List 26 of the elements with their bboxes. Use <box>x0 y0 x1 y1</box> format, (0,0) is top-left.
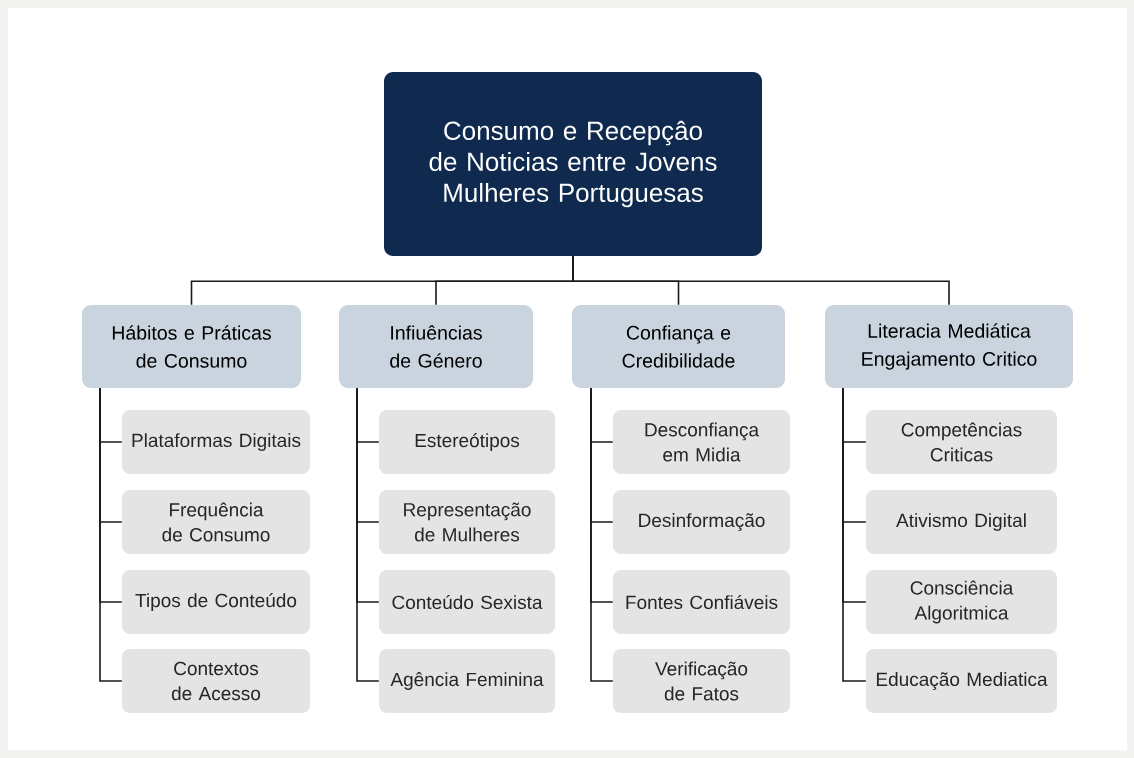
connector-line <box>356 387 380 682</box>
connector-line <box>572 255 950 306</box>
topic-box: Consciência Algoritmica <box>866 570 1057 634</box>
topic-box: Agência Feminina <box>379 649 555 713</box>
connector-line <box>590 387 614 682</box>
topic-box: Conteúdo Sexista <box>379 570 555 634</box>
category-box: Hábitos e Práticas de Consumo <box>82 305 301 388</box>
category-box: Infiuências de Género <box>339 305 533 388</box>
topic-box: Competências Criticas <box>866 410 1057 474</box>
connector-line <box>842 387 867 682</box>
title-box: Consumo e Recepçâo de Noticias entre Jovens Mulheres Portuguesas <box>384 72 762 256</box>
topic-box: Contextos de Acesso <box>122 649 310 713</box>
topic-box: Plataformas Digitais <box>122 410 310 474</box>
category-box: Literacia Mediática Engajamento Critico <box>825 305 1073 388</box>
topic-box: Desconfiança em Midia <box>613 410 790 474</box>
topic-box: Representação de Mulheres <box>379 490 555 554</box>
topic-box: Verificação de Fatos <box>613 649 790 713</box>
connector-line <box>99 387 123 682</box>
topic-box: Desinformação <box>613 490 790 554</box>
topic-box: Fontes Confiáveis <box>613 570 790 634</box>
topic-box: Ativismo Digital <box>866 490 1057 554</box>
topic-box: Educação Mediatica <box>866 649 1057 713</box>
topic-box: Estereótipos <box>379 410 555 474</box>
topic-box: Tipos de Conteúdo <box>122 570 310 634</box>
topic-box: Frequência de Consumo <box>122 490 310 554</box>
category-box: Confiança e Credibilidade <box>572 305 785 388</box>
